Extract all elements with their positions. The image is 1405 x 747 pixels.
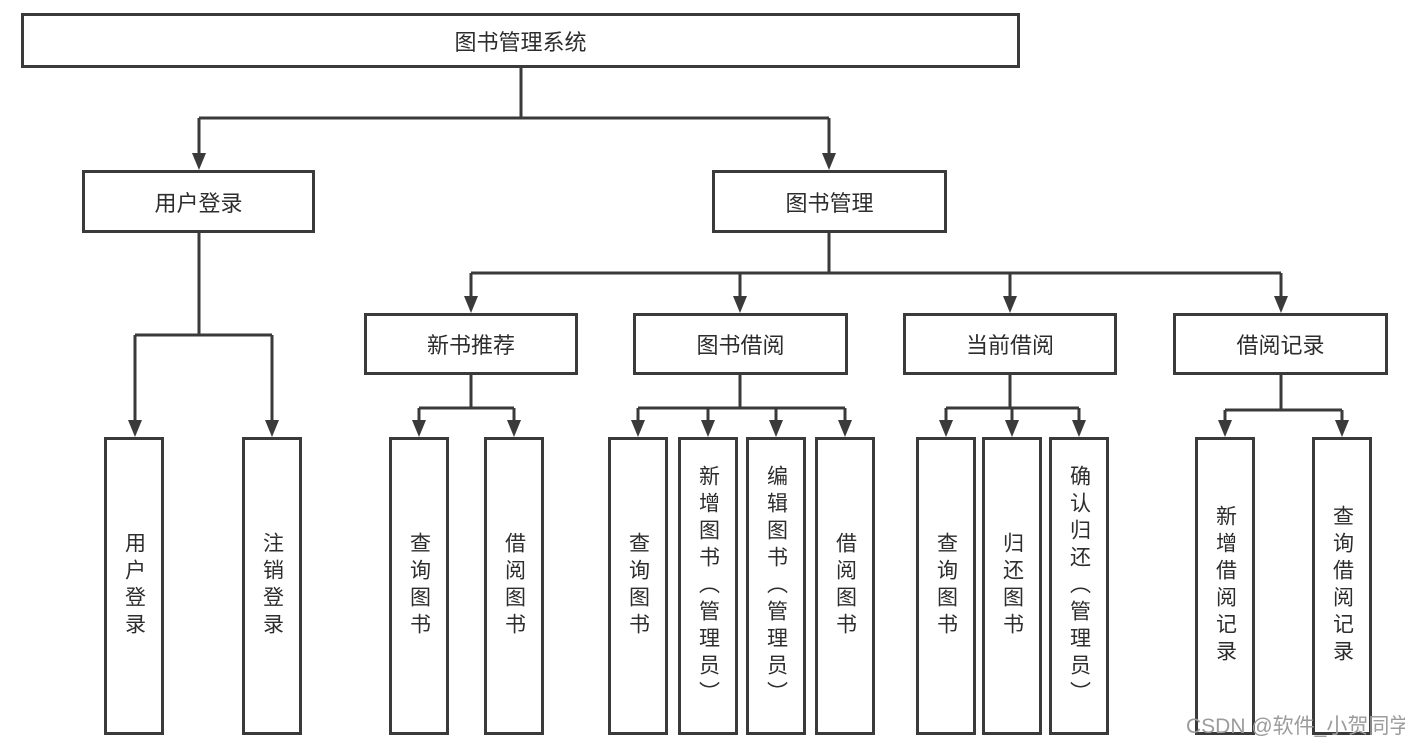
- arrow-down-icon: [769, 420, 783, 437]
- node-borrow-records-label: 借阅记录: [1236, 333, 1325, 358]
- node-book-borrow: 图书借阅: [633, 313, 848, 375]
- leaf-borrow-books-label: 借阅图书: [833, 532, 857, 640]
- node-borrow-records: 借阅记录: [1173, 313, 1388, 375]
- leaf-add-borrow-record-label: 新增借阅记录: [1213, 505, 1237, 667]
- leaf-user-login-label: 用户登录: [122, 532, 146, 640]
- arrow-down-icon: [733, 296, 747, 313]
- connector-book-borrow-to-leaves: [636, 375, 847, 423]
- arrow-down-icon: [1218, 420, 1232, 437]
- arrow-down-icon: [507, 420, 521, 437]
- arrow-down-icon: [1003, 296, 1017, 313]
- arrow-down-icon: [939, 420, 953, 437]
- arrow-down-icon: [1005, 420, 1019, 437]
- arrow-down-icon: [1274, 296, 1288, 313]
- leaf-reco-query-books: 查询图书: [389, 437, 449, 735]
- node-new-book-recommend: 新书推荐: [364, 313, 578, 375]
- leaf-confirm-return-admin: 确认归还（管理员）: [1049, 437, 1109, 735]
- leaf-current-query-books-label: 查询图书: [934, 532, 958, 640]
- leaf-user-login: 用户登录: [104, 437, 164, 735]
- leaf-return-books-label: 归还图书: [1000, 532, 1024, 640]
- leaf-current-query-books: 查询图书: [916, 437, 976, 735]
- arrow-down-icon: [192, 153, 206, 170]
- csdn-watermark: CSDN @软件_小贺同学: [1186, 715, 1405, 738]
- arrow-down-icon: [265, 420, 279, 437]
- connector-borrow-records-to-leaves: [1223, 375, 1344, 423]
- node-library-system-label: 图书管理系统: [454, 29, 587, 55]
- connector-root-to-level2: [197, 68, 831, 156]
- node-user-login: 用户登录: [82, 170, 315, 233]
- connector-current-borrow-to-leaves: [944, 375, 1081, 423]
- leaf-return-books: 归还图书: [982, 437, 1042, 735]
- leaf-borrow-query-books-label: 查询图书: [626, 532, 650, 640]
- leaf-reco-query-books-label: 查询图书: [407, 532, 431, 640]
- leaf-add-books-admin-label: 新增图书（管理员）: [696, 464, 720, 708]
- node-book-borrow-label: 图书借阅: [696, 333, 785, 358]
- arrow-down-icon: [464, 296, 478, 313]
- arrow-down-icon: [1072, 420, 1086, 437]
- leaf-edit-books-admin-label: 编辑图书（管理员）: [764, 464, 788, 708]
- connector-new-book-to-leaves: [417, 375, 516, 423]
- leaf-logout-label: 注销登录: [260, 532, 284, 640]
- leaf-query-borrow-record-label: 查询借阅记录: [1330, 505, 1354, 667]
- arrow-down-icon: [631, 420, 645, 437]
- node-library-system: 图书管理系统: [21, 13, 1020, 68]
- connector-book-mgmt-to-level3: [469, 233, 1283, 299]
- arrow-down-icon: [128, 420, 142, 437]
- leaf-reco-borrow-books-label: 借阅图书: [502, 532, 526, 640]
- node-book-management-label: 图书管理: [785, 190, 874, 216]
- node-book-management: 图书管理: [712, 170, 947, 233]
- arrow-down-icon: [822, 153, 836, 170]
- leaf-add-borrow-record: 新增借阅记录: [1195, 437, 1255, 735]
- node-current-borrow: 当前借阅: [903, 313, 1117, 375]
- arrow-down-icon: [412, 420, 426, 437]
- arrowheads: [128, 153, 1349, 437]
- node-new-book-recommend-label: 新书推荐: [426, 333, 515, 358]
- leaf-logout: 注销登录: [242, 437, 302, 735]
- node-current-borrow-label: 当前借阅: [965, 333, 1054, 358]
- arrow-down-icon: [1335, 420, 1349, 437]
- leaf-query-borrow-record: 查询借阅记录: [1312, 437, 1372, 735]
- connector-user-login-to-leaves: [133, 233, 274, 423]
- leaf-confirm-return-admin-label: 确认归还（管理员）: [1067, 464, 1091, 708]
- leaf-add-books-admin: 新增图书（管理员）: [678, 437, 738, 735]
- arrow-down-icon: [838, 420, 852, 437]
- node-user-login-label: 用户登录: [154, 190, 243, 216]
- arrow-down-icon: [701, 420, 715, 437]
- leaf-reco-borrow-books: 借阅图书: [484, 437, 544, 735]
- leaf-borrow-query-books: 查询图书: [608, 437, 668, 735]
- connector-paths: [133, 68, 1344, 423]
- leaf-borrow-books: 借阅图书: [815, 437, 875, 735]
- leaf-edit-books-admin: 编辑图书（管理员）: [746, 437, 806, 735]
